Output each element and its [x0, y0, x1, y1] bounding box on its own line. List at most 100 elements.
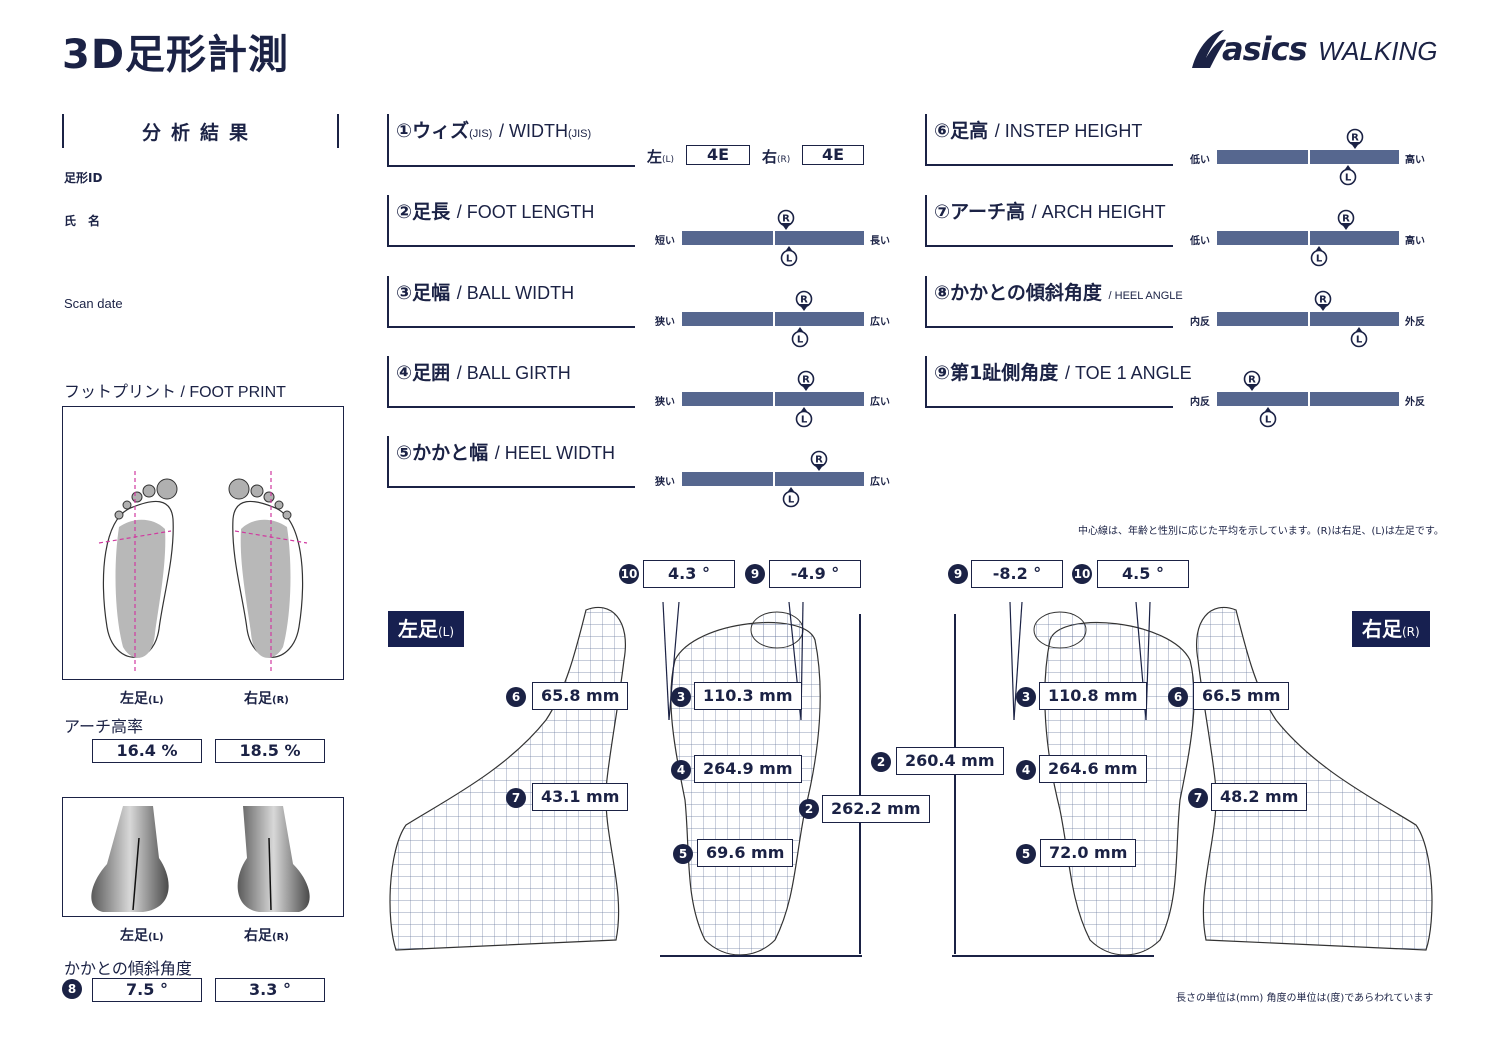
heel_width-heading: ⑤かかと幅 / HEEL WIDTH [396, 442, 616, 464]
right-length-line [954, 614, 956, 954]
footprint-right-caption: 右足(R) [244, 691, 289, 707]
ball_girth-bar-center [773, 392, 775, 406]
heel_width-low-label: 狭い [655, 477, 675, 488]
svg-text:L: L [786, 254, 793, 265]
foot_length-l-marker: L [780, 245, 798, 267]
width-right-value: 4E [802, 145, 864, 165]
scan-date-label: Scan date [64, 296, 123, 311]
analysis-bracket-left [62, 114, 64, 148]
toe_angle-low-label: 内反 [1190, 397, 1210, 408]
right-ballwidth-value: 110.8 mm [1039, 682, 1147, 710]
svg-text:R: R [800, 295, 808, 306]
left-foot-side-diagram [389, 606, 626, 951]
svg-text:L: L [1316, 254, 1323, 265]
heel-angle-left-value: 7.5 ° [92, 978, 202, 1002]
toe_angle-r-marker: R [1243, 370, 1261, 392]
ball_girth-low-label: 狭い [655, 397, 675, 408]
right-heelwidth-value: 72.0 mm [1040, 839, 1137, 867]
left-toe9-badge: 9 [745, 564, 765, 584]
footprint-title: フットプリント / FOOT PRINT [64, 384, 286, 401]
right-toe9-value: -8.2 ° [971, 560, 1063, 588]
ball_width-bar-center [773, 312, 775, 326]
asics-logo-icon [1192, 30, 1226, 68]
svg-text:L: L [801, 415, 808, 426]
toe_angle-underline [925, 406, 1173, 408]
toe_angle-bar-center [1308, 392, 1310, 406]
arch_height-high-label: 高い [1405, 236, 1425, 247]
svg-text:R: R [1342, 214, 1350, 225]
width-right-label: 右(R) [762, 148, 791, 166]
brand-subtitle: WALKING [1318, 36, 1438, 66]
center-line-note: 中心線は、年齢と性別に応じた平均を示しています。(R)は右足、(L)は左足です。 [1078, 526, 1444, 537]
foot_length-bar-center [773, 231, 775, 245]
ball_girth-heading: ④足囲 / BALL GIRTH [396, 362, 571, 384]
svg-text:L: L [788, 495, 795, 506]
unit-note: 長さの単位は(mm) 角度の単位は(度)であらわれています [1176, 993, 1434, 1004]
foot_length-high-label: 長い [870, 236, 890, 247]
left-length-badge: 2 [799, 799, 819, 819]
foot_length-r-marker: R [777, 209, 795, 231]
analysis-bracket-right [337, 114, 339, 148]
ball_width-heading: ③足幅 / BALL WIDTH [396, 282, 575, 304]
page-title: 3D足形計測 [62, 32, 290, 78]
left-ballwidth-badge: 3 [671, 687, 691, 707]
right-toe10-value: 4.5 ° [1097, 560, 1189, 588]
arch_height-bracket [925, 195, 927, 246]
right-ballwidth-badge: 3 [1016, 687, 1036, 707]
heel_width-r-marker: R [810, 450, 828, 472]
instep_height-underline [925, 164, 1173, 166]
heel_angle-heading: ⑧かかとの傾斜角度 / HEEL ANGLE [934, 282, 1183, 304]
left-toe10-badge: 10 [619, 564, 639, 584]
right-ballgirth-value: 264.6 mm [1039, 755, 1147, 783]
heel-image-panel [62, 797, 344, 917]
left-arch-value: 43.1 mm [532, 783, 629, 811]
left-heelwidth-badge: 5 [673, 844, 693, 864]
instep_height-heading: ⑥足高 / INSTEP HEIGHT [934, 120, 1143, 142]
right-length-badge: 2 [871, 752, 891, 772]
right-baseline [952, 955, 1154, 957]
toe_angle-high-label: 外反 [1405, 397, 1425, 408]
left-foot-tag: 左足(L) [388, 611, 465, 647]
ball_width-l-marker: L [791, 326, 809, 348]
left-ballwidth-value: 110.3 mm [694, 682, 802, 710]
right-ballgirth-badge: 4 [1016, 760, 1036, 780]
left-toe9-value: -4.9 ° [769, 560, 861, 588]
footprint-panel [62, 406, 344, 680]
right-foot-side-diagram [1196, 606, 1433, 951]
left-length-line [859, 614, 861, 954]
width-left-value: 4E [686, 145, 750, 165]
arch-ratio-left-value: 16.4 % [92, 739, 202, 763]
toe_angle-l-marker: L [1259, 406, 1277, 428]
svg-text:R: R [1248, 375, 1256, 386]
ball_girth-underline [387, 406, 635, 408]
left-ballgirth-badge: 4 [671, 760, 691, 780]
right-toe10-badge: 10 [1072, 564, 1092, 584]
instep_height-l-marker: L [1339, 164, 1357, 186]
arch_height-low-label: 低い [1190, 236, 1210, 247]
foot-id-label: 足形ID [64, 171, 103, 185]
right-instep-value: 66.5 mm [1193, 682, 1290, 710]
heel_angle-bracket [925, 276, 927, 327]
right-arch-value: 48.2 mm [1211, 783, 1308, 811]
heel-angle-badge: 8 [62, 979, 82, 999]
heel_angle-bar-center [1308, 312, 1310, 326]
left-length-value: 262.2 mm [822, 795, 930, 823]
heel_angle-high-label: 外反 [1405, 317, 1425, 328]
ball_width-high-label: 広い [870, 317, 890, 328]
svg-text:R: R [1351, 133, 1359, 144]
instep_height-r-marker: R [1346, 128, 1364, 150]
heel_angle-r-marker: R [1314, 290, 1332, 312]
svg-text:R: R [782, 214, 790, 225]
name-label: 氏 名 [64, 214, 101, 228]
heel_width-underline [387, 486, 635, 488]
width-bracket [387, 114, 389, 166]
arch_height-l-marker: L [1310, 245, 1328, 267]
foot_length-bracket [387, 195, 389, 246]
right-arch-badge: 7 [1188, 788, 1208, 808]
right-instep-badge: 6 [1168, 687, 1188, 707]
left-arch-badge: 7 [506, 788, 526, 808]
left-instep-badge: 6 [506, 687, 526, 707]
heel-right-caption: 右足(R) [244, 928, 289, 944]
ball_girth-high-label: 広い [870, 397, 890, 408]
width-underline [387, 165, 635, 167]
